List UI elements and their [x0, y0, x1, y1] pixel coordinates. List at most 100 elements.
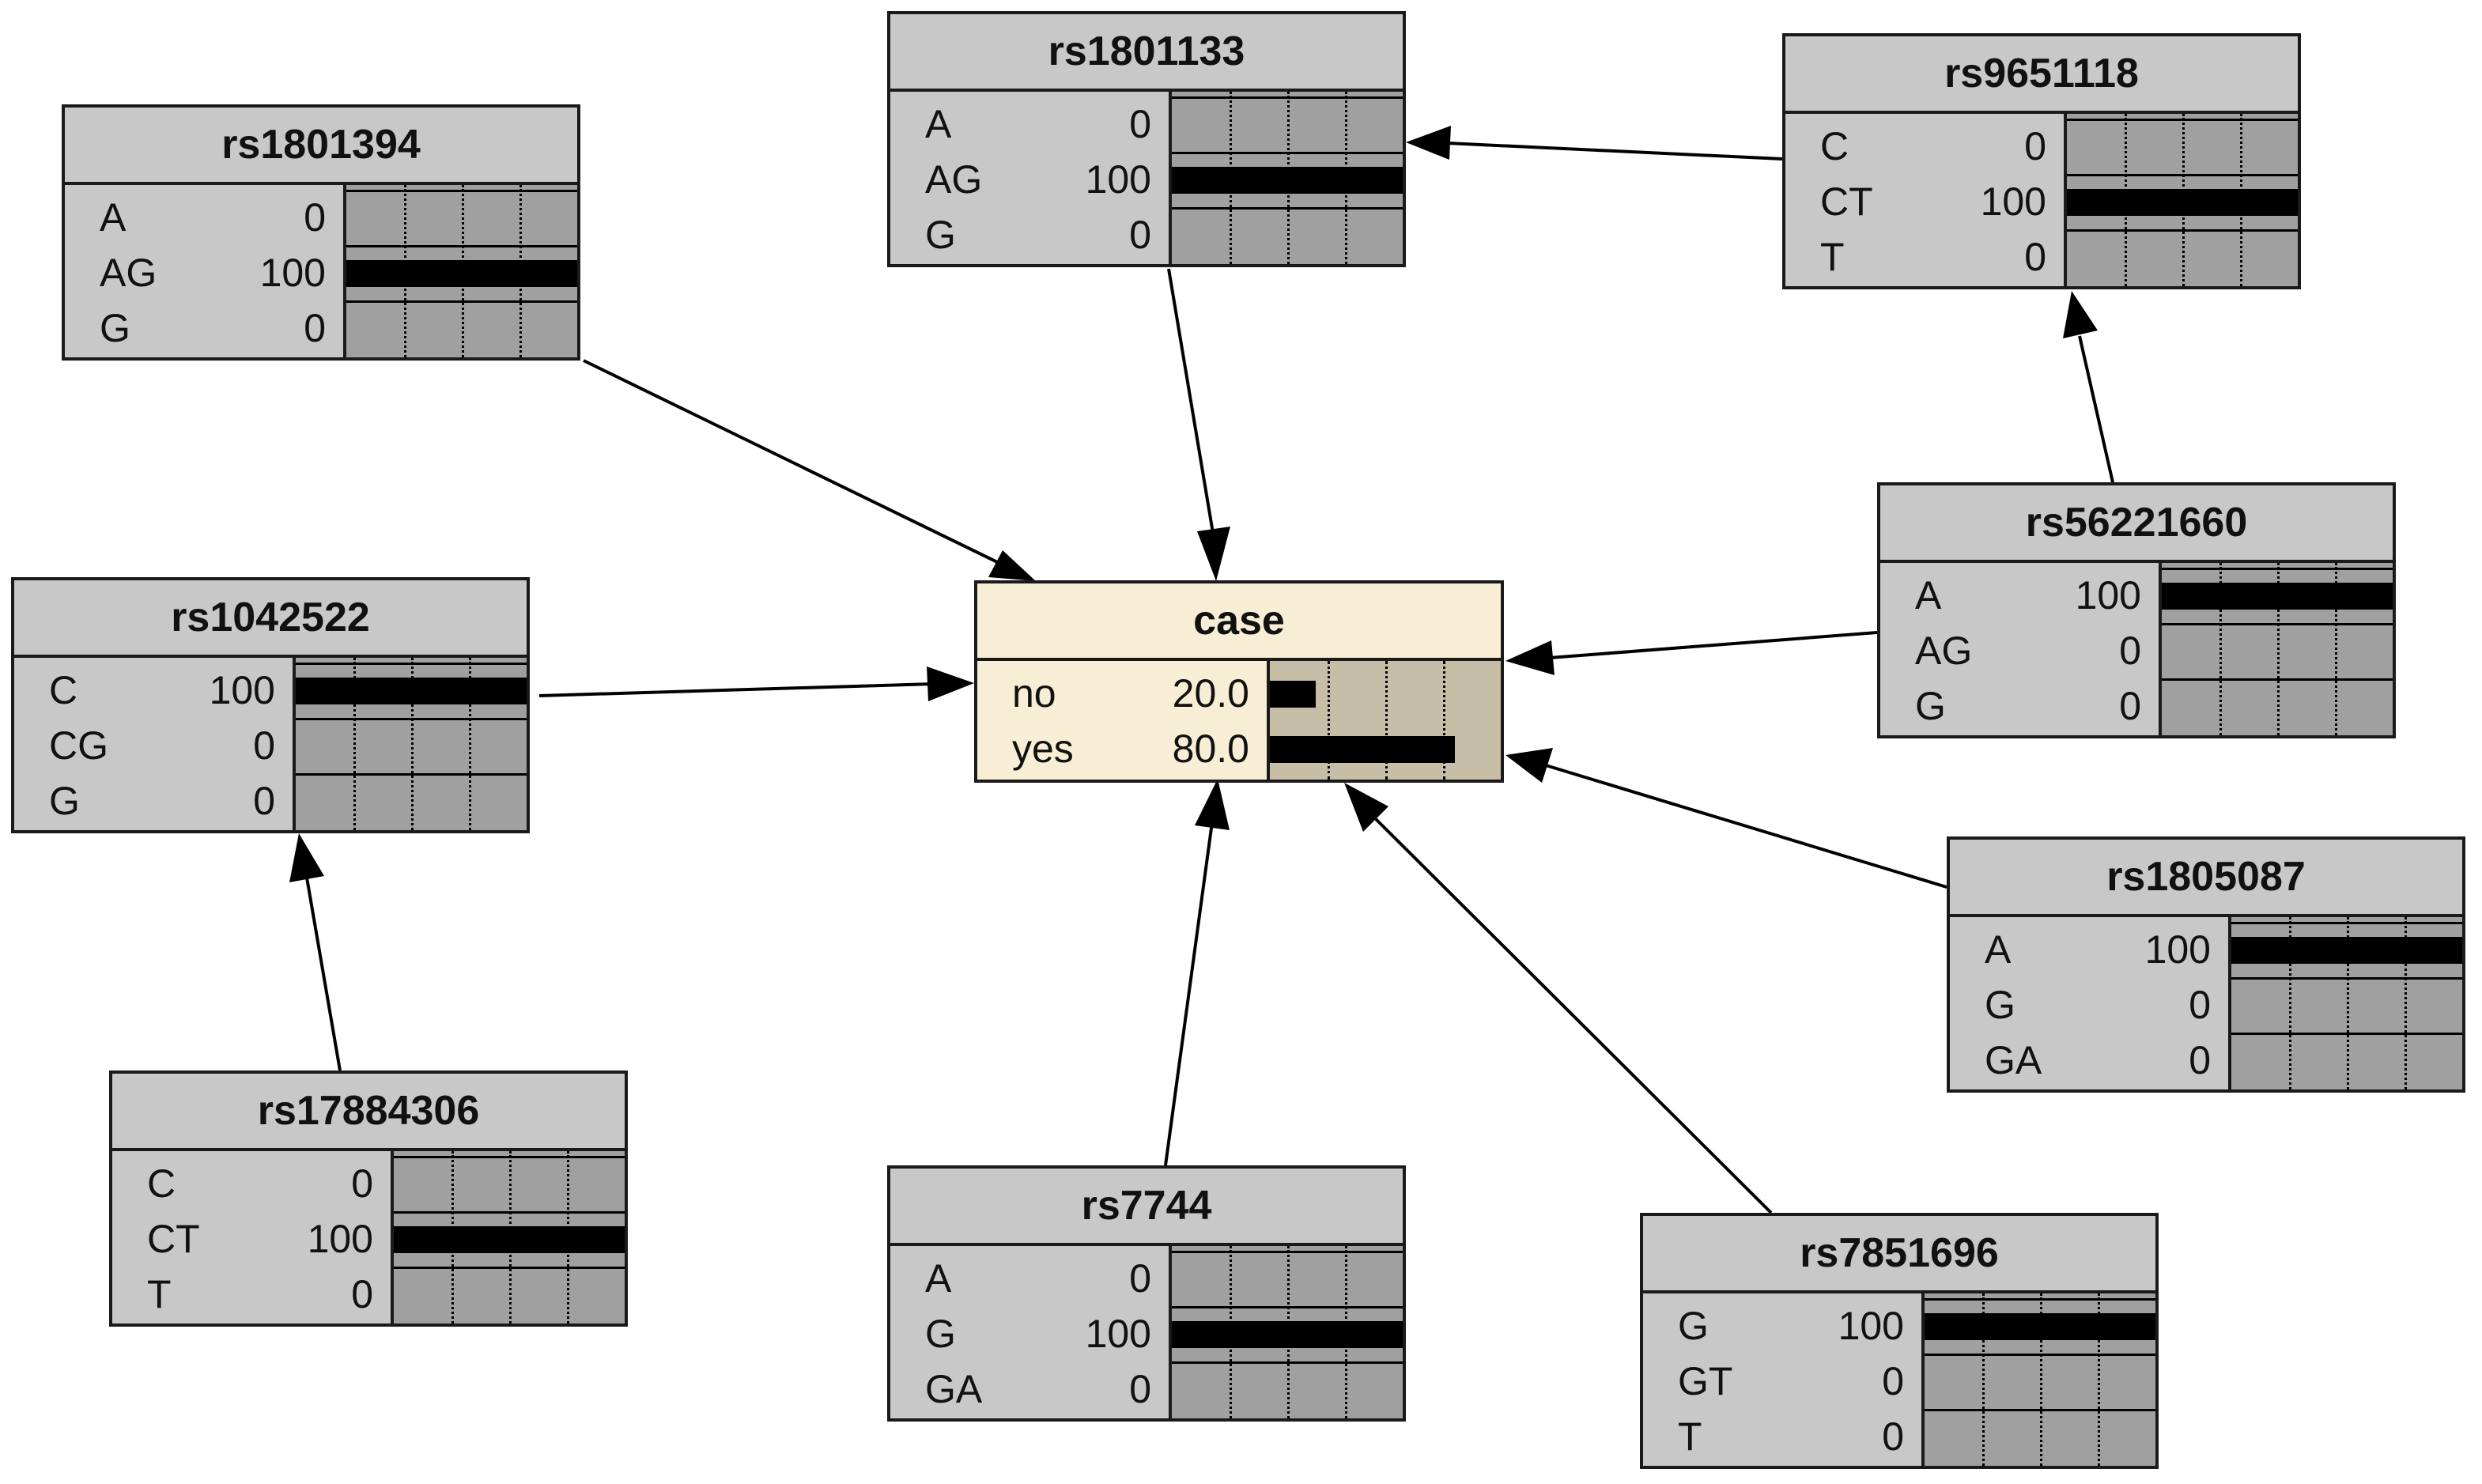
- state-bars: [2162, 563, 2393, 735]
- state-bars: [346, 185, 577, 357]
- state-value: 100: [2075, 573, 2141, 617]
- state-value: 0: [351, 1272, 373, 1316]
- state-label: G: [1915, 684, 1946, 728]
- grid-line: [2219, 563, 2222, 735]
- state-label: A: [1915, 573, 1942, 617]
- edge-rs56221660-rs9651118: [2078, 335, 2114, 483]
- node-title: rs56221660: [1880, 485, 2393, 563]
- state-label: A: [925, 1256, 952, 1301]
- state-row: AG 100: [65, 245, 343, 300]
- arrowhead: [1406, 126, 1451, 160]
- state-label: GT: [1678, 1359, 1733, 1403]
- state-label: AG: [100, 251, 157, 295]
- arrowhead: [1344, 783, 1388, 832]
- grid-line: [1287, 1246, 1290, 1418]
- state-value: 0: [253, 779, 275, 823]
- grid-line: [2277, 563, 2280, 735]
- grid-line: [1345, 92, 1347, 264]
- arrowhead: [1195, 779, 1230, 830]
- state-row: yes 80.0: [977, 721, 1267, 776]
- grid-line: [404, 185, 406, 357]
- probability-bar: [1270, 681, 1317, 708]
- grid-line: [1230, 92, 1232, 264]
- grid-line: [2125, 114, 2127, 286]
- state-label: CT: [1820, 179, 1873, 224]
- node-title: rs17884306: [112, 1074, 625, 1151]
- state-label: CG: [49, 723, 108, 768]
- grid-line: [462, 185, 464, 357]
- state-label: CT: [147, 1217, 200, 1261]
- state-label: T: [147, 1272, 172, 1316]
- grid-line: [1328, 661, 1330, 780]
- state-value: 100: [209, 668, 275, 712]
- state-value: 0: [1129, 213, 1151, 257]
- state-label: GA: [925, 1367, 983, 1411]
- state-bars: [1172, 92, 1403, 264]
- probability-bar-row: [1270, 666, 1501, 721]
- arrowhead: [988, 550, 1036, 581]
- state-bars: [2231, 917, 2462, 1089]
- state-value: 100: [259, 251, 326, 295]
- edge-rs56221660-case: [1549, 631, 1878, 659]
- node-title: rs9651118: [1785, 36, 2298, 114]
- edge-rs1805087-case: [1545, 764, 1947, 889]
- state-label: yes: [1012, 727, 1074, 771]
- state-row: GA 0: [1950, 1033, 2228, 1088]
- state-label: A: [925, 102, 952, 146]
- state-label: GA: [1985, 1038, 2042, 1082]
- grid-line: [2289, 917, 2291, 1089]
- grid-line: [451, 1151, 454, 1324]
- state-value: 0: [1882, 1359, 1904, 1403]
- state-value: 0: [2024, 124, 2046, 168]
- state-value: 0: [1882, 1414, 1904, 1459]
- arrowhead: [1197, 527, 1230, 581]
- edge-rs7744-case: [1164, 821, 1214, 1166]
- state-row: GT 0: [1643, 1354, 1921, 1409]
- state-value: 0: [304, 306, 326, 350]
- state-row: A 100: [1880, 568, 2159, 623]
- state-label: C: [49, 668, 78, 712]
- grid-line: [469, 658, 471, 830]
- state-value: 0: [2189, 1038, 2211, 1082]
- state-label: A: [1985, 927, 2012, 972]
- grid-line: [509, 1151, 512, 1324]
- state-value: 80.0: [1172, 727, 1249, 771]
- grid-line: [1230, 1246, 1232, 1418]
- grid-line: [2405, 917, 2407, 1089]
- state-value: 100: [1838, 1304, 1904, 1348]
